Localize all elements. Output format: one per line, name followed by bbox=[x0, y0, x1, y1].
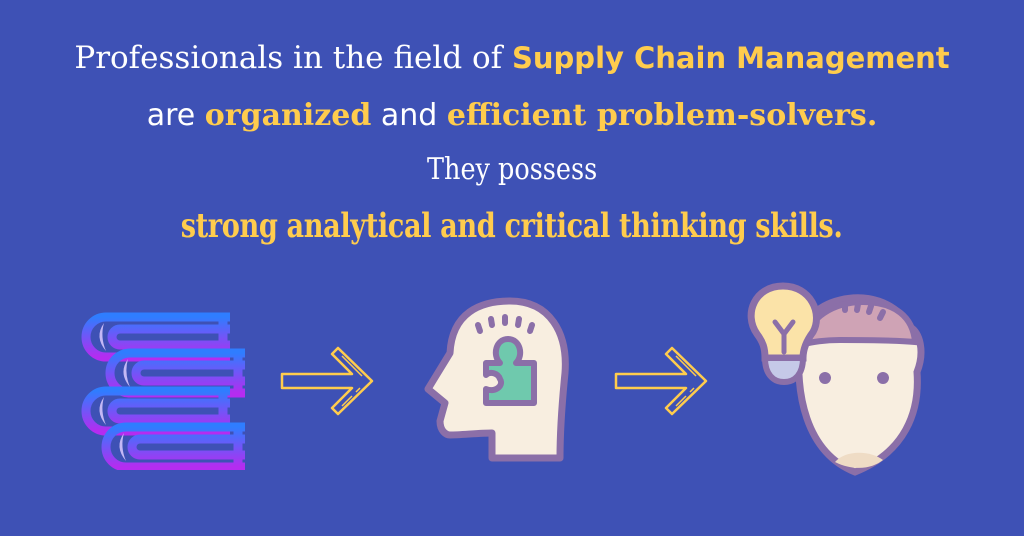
headline-line-1: Professionals in the field of Supply Cha… bbox=[0, 40, 1024, 76]
headline-line-2: are organized and efficient problem-solv… bbox=[0, 98, 1024, 133]
line1-highlight: Supply Chain Management bbox=[512, 41, 950, 75]
headline-line-4: strong analytical and critical thinking … bbox=[0, 206, 1024, 246]
headline-line-3: They possess bbox=[0, 152, 1024, 187]
arrow-right-icon bbox=[614, 346, 708, 416]
head-puzzle-icon bbox=[424, 297, 569, 462]
arrow-right-icon bbox=[280, 346, 374, 416]
line2-prefix: are bbox=[146, 98, 196, 133]
line2-middle: and bbox=[380, 98, 438, 133]
line3-text: They possess bbox=[426, 152, 598, 187]
line2-highlight-2: efficient problem-solvers. bbox=[446, 98, 878, 133]
line2-highlight-1: organized bbox=[204, 98, 372, 133]
books-stack-icon bbox=[81, 312, 245, 470]
line1-prefix: Professionals in the field of bbox=[74, 40, 503, 76]
line4-highlight: strong analytical and critical thinking … bbox=[181, 206, 843, 246]
head-lightbulb-icon bbox=[747, 282, 925, 476]
